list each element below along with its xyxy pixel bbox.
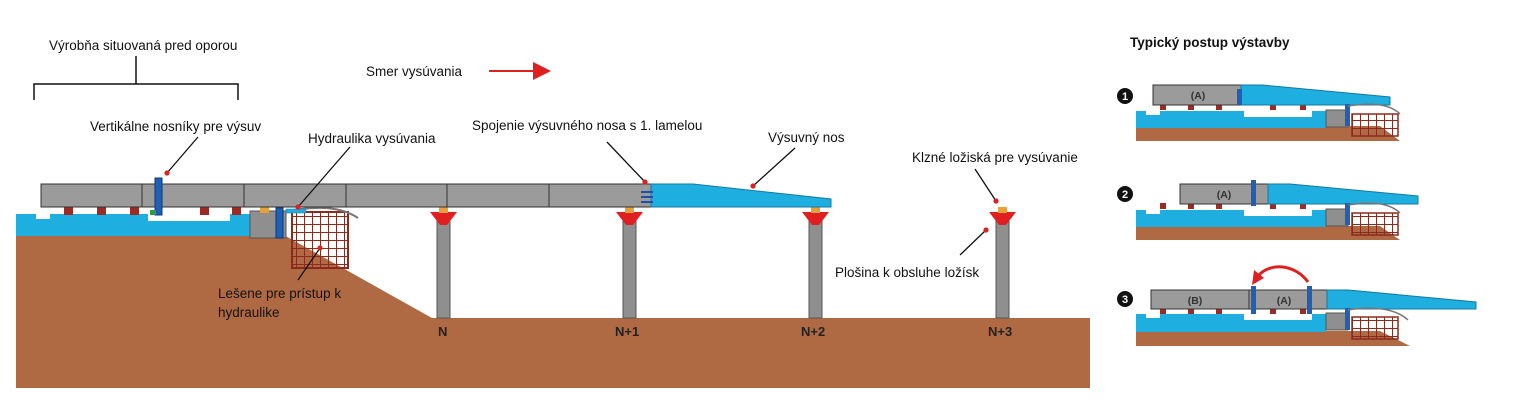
step-1-segment-a-label: (A) xyxy=(1191,90,1206,102)
step-2: 2 (A) xyxy=(1117,180,1419,240)
label-hydraulics: Hydraulika vysúvania xyxy=(308,131,436,146)
step-1-beam xyxy=(1237,89,1242,105)
pier-caps xyxy=(430,212,1016,225)
step-1-number: 1 xyxy=(1122,91,1128,103)
side-panel-title: Typický postup výstavby xyxy=(1130,35,1290,50)
green-clamp xyxy=(150,210,156,215)
step-3-segment-b-label: (B) xyxy=(1188,295,1203,307)
step-3-cable xyxy=(1347,307,1409,321)
pier-label-n3: N+3 xyxy=(988,324,1012,339)
step-3-number: 3 xyxy=(1122,294,1128,306)
direction-arrow xyxy=(489,62,551,80)
step-1: 1 (A) xyxy=(1117,84,1401,141)
pier-label-n2: N+2 xyxy=(801,324,825,339)
vertical-beam xyxy=(154,177,163,216)
step-3-pads xyxy=(1160,308,1306,314)
sliding-bearings xyxy=(260,207,1007,213)
pier-n1 xyxy=(622,214,637,319)
step-2-water xyxy=(1136,210,1326,227)
label-scaffold-2: hydraulike xyxy=(218,305,280,320)
step-3-scaffold xyxy=(1351,316,1399,340)
step-1-ground xyxy=(1136,126,1400,141)
step-2-scaffold xyxy=(1351,212,1399,236)
step-3-water xyxy=(1136,314,1326,332)
support-pads xyxy=(64,207,241,215)
launching-nose xyxy=(650,183,832,208)
step-1-hydraulic xyxy=(1325,109,1349,128)
step-1-pads xyxy=(1160,104,1306,110)
main-diagram: Výrobňa situovaná pred oporou Smer vysúv… xyxy=(16,38,1090,388)
step-3-ground xyxy=(1136,331,1410,346)
label-scaffold-1: Lešene pre prístup k xyxy=(218,286,341,301)
label-connection: Spojenie výsuvného nosa s 1. lamelou xyxy=(472,118,702,133)
step-3-move-arrow xyxy=(1256,265,1310,283)
hydraulic-piston xyxy=(285,208,307,214)
step-2-ground xyxy=(1136,226,1400,240)
step-2-beam xyxy=(1251,180,1256,206)
step-2-pads xyxy=(1160,203,1306,209)
pier-label-n: N xyxy=(438,324,447,339)
step-3-beam xyxy=(1251,286,1256,314)
step-3-beam-2 xyxy=(1345,308,1350,330)
step-2-number: 2 xyxy=(1122,189,1128,201)
step-3-segment-a-label: (A) xyxy=(1277,295,1292,307)
label-launching-nose: Výsuvný nos xyxy=(768,130,845,145)
label-direction: Smer vysúvania xyxy=(366,64,463,79)
scaffold xyxy=(291,211,349,269)
label-production: Výrobňa situovaná pred oporou xyxy=(49,38,237,53)
ground xyxy=(16,232,1090,388)
label-platform: Plošina k obsluhe ložísk xyxy=(835,265,979,280)
step-3: 3 (B) (A) xyxy=(1117,265,1477,346)
water-platform xyxy=(16,214,250,236)
step-3-move-arrowhead xyxy=(1252,270,1264,285)
leader-lines xyxy=(166,136,997,281)
step-3-badge xyxy=(1117,291,1133,307)
pier-n2 xyxy=(808,214,823,319)
step-3-nose xyxy=(1326,289,1477,310)
step-1-beam-2 xyxy=(1345,104,1350,126)
step-1-scaffold xyxy=(1351,113,1399,137)
step-2-beam-2 xyxy=(1345,203,1350,225)
side-panel: Typický postup výstavby 1 (A) 2 xyxy=(1117,35,1477,346)
pier-label-n1: N+1 xyxy=(615,324,639,339)
step-2-segment-a-label: (A) xyxy=(1217,189,1232,201)
step-1-nose xyxy=(1240,84,1391,106)
leader-arrowheads xyxy=(164,170,999,251)
step-2-badge xyxy=(1117,186,1133,202)
production-bracket xyxy=(33,56,239,100)
pier-n xyxy=(436,214,451,319)
connection-marks xyxy=(641,191,653,203)
step-1-cable xyxy=(1347,103,1401,115)
label-vertical-beams: Vertikálne nosníky pre výsuv xyxy=(90,119,261,134)
vertical-beam-2 xyxy=(275,207,284,239)
step-2-cable xyxy=(1347,202,1401,214)
step-3-hydraulic xyxy=(1325,312,1349,331)
step-1-water xyxy=(1136,111,1326,128)
step-2-hydraulic xyxy=(1325,208,1349,227)
label-sliding-bearings: Klzné ložiská pre vysúvanie xyxy=(912,150,1078,165)
pier-n3 xyxy=(995,214,1010,319)
step-1-badge xyxy=(1117,88,1133,104)
step-2-nose xyxy=(1267,183,1419,205)
step-3-beam-right xyxy=(1307,286,1312,314)
girder xyxy=(40,183,652,208)
